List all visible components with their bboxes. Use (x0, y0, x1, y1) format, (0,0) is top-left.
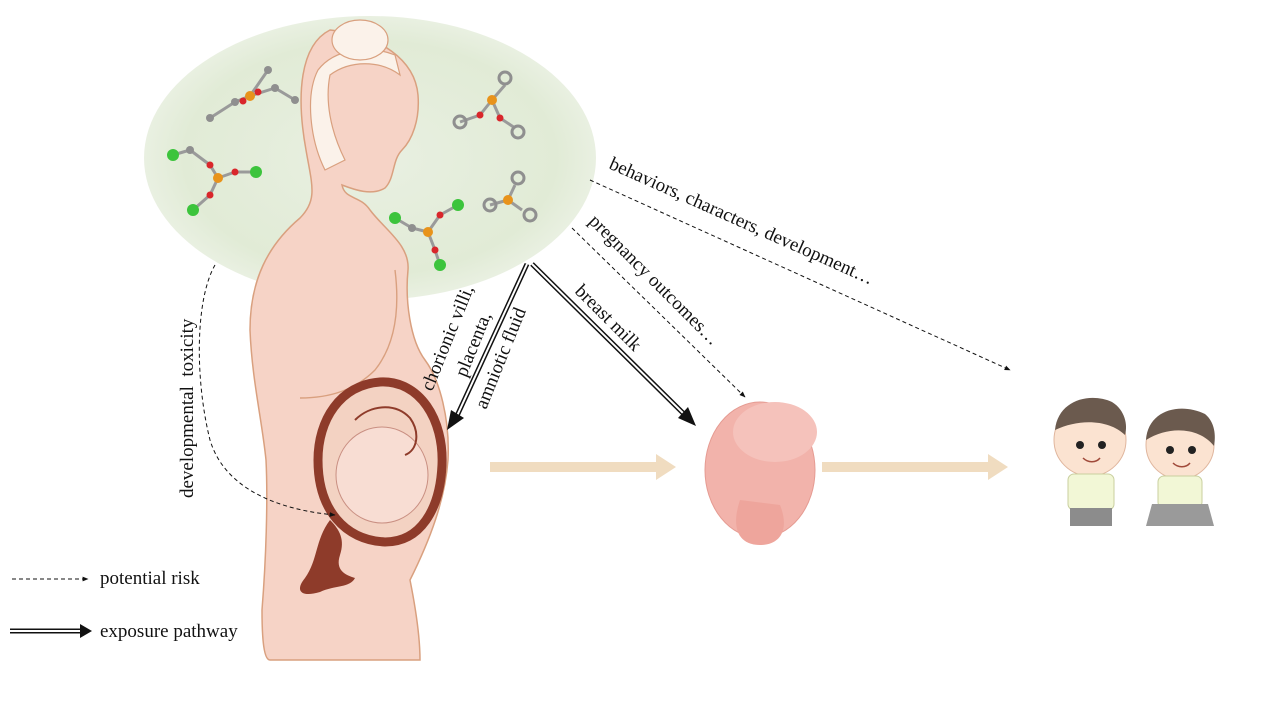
developmental-toxicity-label: developmental toxicity (177, 318, 198, 498)
developmental-toxicity-arrow (198, 264, 336, 517)
exposure-arrow-to-uterus (447, 262, 530, 430)
legend-exposure-pathway-label: exposure pathway (100, 621, 238, 642)
molecule-top-left (206, 66, 299, 122)
uterus (300, 377, 447, 595)
exposure-arrow-to-fetus (530, 262, 696, 426)
molecule-left-chlorinated (167, 146, 262, 216)
breast-milk-label: breast milk (570, 281, 645, 356)
legend: potential risk exposure pathway (10, 568, 238, 642)
molecule-top-right-aromatic (452, 70, 526, 140)
legend-potential-risk-label: potential risk (100, 568, 200, 589)
flow-arrow-fetus-to-children (822, 454, 1008, 480)
legend-exposure-pathway-swatch (10, 624, 92, 638)
children-figure (1053, 397, 1215, 526)
fetus-figure (704, 401, 817, 545)
molecule-right-aromatic (482, 170, 538, 223)
pregnancy-outcomes-arrow (571, 227, 746, 398)
flow-arrow-woman-to-fetus (490, 454, 676, 480)
molecule-center-chlorinated (389, 199, 464, 271)
